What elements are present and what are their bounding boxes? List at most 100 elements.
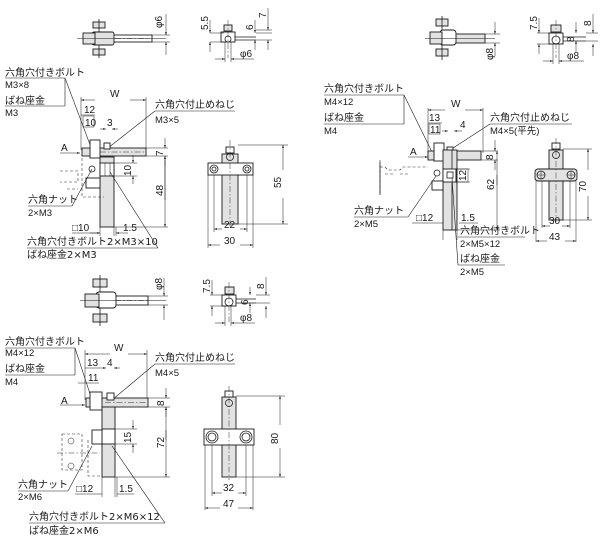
dim-6: 6: [240, 299, 251, 305]
callout-text: M4: [5, 377, 18, 388]
callout-text: 六角穴付止めねじ: [155, 351, 235, 364]
medium-callout-setscrew: 六角穴付止めねじ M4×5: [111, 351, 235, 401]
callout-text: M4×12: [5, 348, 34, 359]
callout-text: M3×8: [5, 80, 29, 91]
view-arrow-label: A: [61, 143, 68, 154]
callout-text: 2×M5: [460, 267, 484, 278]
callout-text: 六角ナット: [28, 194, 78, 206]
dim-w: W: [110, 89, 120, 100]
view-arrow-label: A: [61, 396, 68, 407]
callout-text: 2×M5×12: [460, 239, 500, 250]
view-arrow-label: A: [410, 147, 417, 158]
callout-text: ばね座金: [5, 94, 45, 107]
dim-55: 55: [273, 176, 284, 188]
dim-62: 62: [486, 178, 497, 190]
dim-square: □10: [72, 223, 90, 234]
medium-callout-nut: 六角ナット 2×M6 六角穴付きボルト2×M6×12 ばね座金2×M6: [18, 445, 166, 537]
callout-text: M4×12: [324, 97, 353, 108]
dim-10: 10: [85, 118, 97, 129]
dim-7: 7: [155, 150, 166, 156]
small-side-view: W 12 10 3 A 7 10: [60, 89, 168, 236]
medium-top-view: φ8: [80, 275, 168, 326]
dim-dia: φ8: [567, 51, 579, 62]
dim-32: 32: [223, 483, 235, 494]
dim-47: 47: [223, 499, 235, 510]
bolt-icon: [92, 19, 106, 58]
dim-square: □12: [76, 484, 94, 495]
dim-dia: φ6: [154, 16, 165, 28]
dim-4: 4: [107, 358, 113, 369]
dim-43: 43: [549, 232, 561, 243]
large-side-view: W 13 11 4 A 8 12 62 □12: [379, 99, 500, 240]
large-callout-setscrew: 六角穴付止めねじ M4×5(平先): [449, 111, 572, 151]
dim-12-vertical: 12: [458, 169, 469, 181]
dim-70: 70: [578, 180, 589, 192]
dim-48: 48: [155, 184, 166, 196]
dim-3: 3: [107, 118, 113, 129]
callout-text: 2×M3: [28, 208, 52, 219]
dim-7: 7: [258, 12, 269, 18]
dim-6: 6: [245, 24, 256, 30]
callout-text: 六角穴付止めねじ: [490, 111, 570, 124]
dim-square: □12: [416, 213, 434, 224]
callout-text: 六角ナット: [354, 205, 404, 217]
callout-text: 六角穴付きボルト: [324, 82, 404, 95]
large-end-view: 7.5 8 8 φ8: [529, 14, 598, 64]
large-front-view: 30 43 70: [534, 138, 592, 243]
callout-text: ばね座金2×M3: [27, 248, 97, 261]
callout-text: 2×M5: [354, 219, 378, 230]
callout-text: 六角穴付きボルト: [5, 335, 85, 348]
dim-1-5: 1.5: [461, 213, 475, 224]
dim-dia: φ8: [485, 48, 496, 60]
dim-7-5: 7.5: [529, 16, 540, 30]
callout-text: 2×M6: [18, 492, 42, 503]
dim-12: 12: [84, 105, 96, 116]
callout-text: M3: [5, 108, 18, 119]
small-front-view: 22 30 55: [207, 140, 288, 248]
dim-10-vertical: 10: [123, 164, 134, 176]
callout-text: ばね座金: [5, 362, 45, 375]
dim-15-vertical: 15: [123, 431, 134, 443]
callout-text: 六角穴付きボルト: [460, 224, 540, 237]
callout-text: 六角穴付きボルト2×M3×10: [27, 235, 158, 248]
callout-text: ばね座金: [324, 111, 364, 124]
dim-30: 30: [549, 216, 561, 227]
large-callout-nut: 六角ナット 2×M5 六角穴付きボルト 2×M5×12 ばね座金 2×M5: [354, 175, 540, 278]
large-callout-bolt: 六角穴付きボルト M4×12 ばね座金 M4: [324, 82, 433, 153]
dim-8: 8: [485, 154, 496, 160]
dim-72: 72: [156, 436, 167, 448]
callout-text: 六角ナット: [18, 479, 68, 491]
medium-front-view: 32 47 80: [203, 386, 285, 510]
dim-7-5: 7.5: [202, 279, 213, 293]
callout-text: M4×5(平先): [490, 125, 539, 137]
callout-text: ばね座金: [460, 252, 500, 265]
dim-dia: φ8: [154, 278, 165, 290]
callout-text: M3×5: [155, 115, 179, 126]
small-callout-bolt: 六角穴付きボルト M3×8 ばね座金 M3: [5, 66, 93, 151]
callout-text: 六角穴付止めねじ: [155, 98, 235, 111]
dim-30: 30: [224, 236, 236, 247]
callout-text: ばね座金2×M6: [29, 524, 99, 537]
small-callout-setscrew: 六角穴付止めねじ M3×5: [107, 98, 235, 149]
small-top-view: φ6: [77, 14, 170, 58]
dim-8: 8: [256, 283, 267, 289]
small-end-view: 5.5 6 7 φ6: [200, 8, 272, 62]
dim-11: 11: [88, 373, 99, 384]
dim-22: 22: [224, 220, 236, 231]
dim-8: 8: [583, 20, 594, 26]
dim-6: 8: [566, 36, 577, 42]
dim-1-5: 1.5: [119, 484, 133, 495]
dim-8: 8: [156, 400, 167, 406]
dim-dia: φ6: [240, 49, 252, 60]
dim-4: 4: [460, 120, 466, 131]
dim-5-5: 5.5: [200, 16, 211, 30]
callout-text: M4: [324, 126, 337, 137]
dim-13: 13: [87, 358, 99, 369]
dim-w: W: [451, 99, 461, 110]
small-callout-nut: 六角ナット 2×M3 六角穴付きボルト2×M3×10 ばね座金2×M3: [27, 168, 159, 261]
dim-w: W: [114, 343, 124, 354]
medium-callout-bolt: 六角穴付きボルト M4×12 ばね座金 M4: [5, 335, 93, 401]
medium-side-view: W 13 4 11 A 15 8 72: [57, 343, 170, 497]
medium-end-view: 7.5 6 8 φ8: [202, 277, 270, 326]
